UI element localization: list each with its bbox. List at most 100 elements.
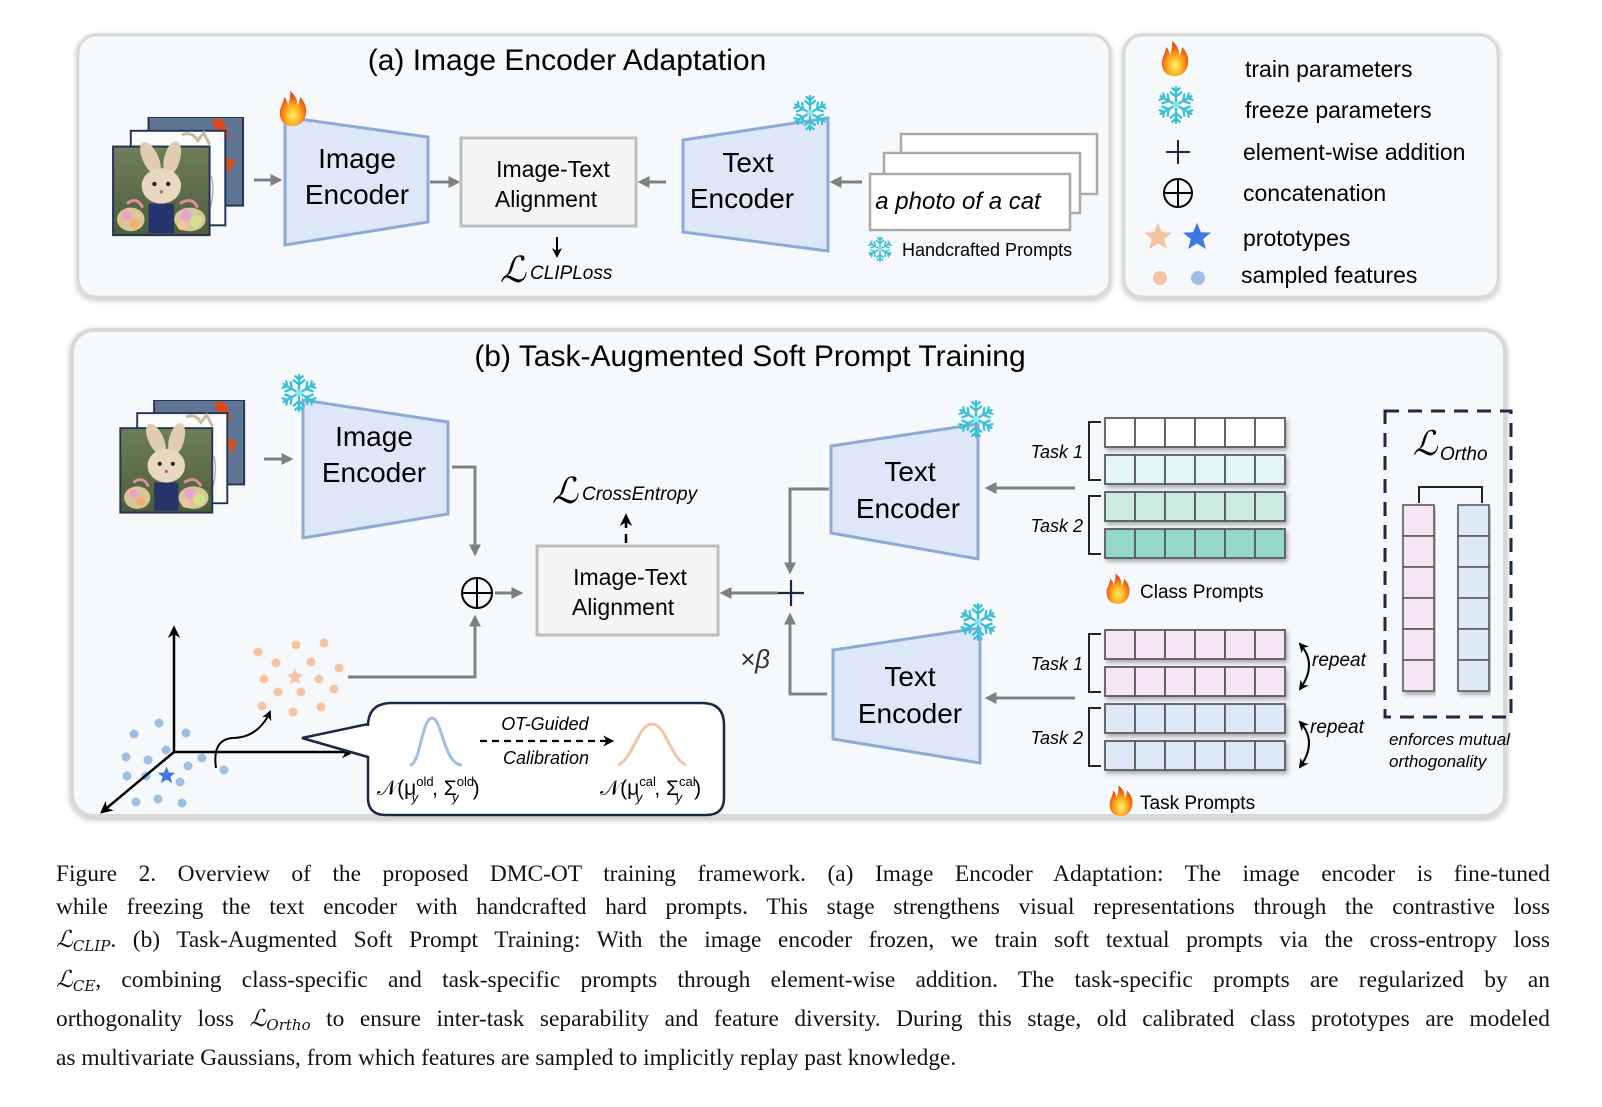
framework-figure: (a) Image Encoder Adaptation Image Encod…: [70, 33, 1513, 818]
image-encoder-b-label-2: Encoder: [322, 457, 426, 488]
class-prompt-cell: [1164, 417, 1196, 448]
ortho-cell: [1402, 504, 1435, 537]
repeat-arrow-task2: [1298, 720, 1310, 769]
plus-icon: [1166, 140, 1190, 164]
ortho-cell: [1457, 566, 1490, 599]
task-prompt-cell: [1134, 740, 1166, 771]
caption-text: to ensure inter-task separability and fe…: [310, 1006, 1550, 1033]
calibrated-sampled-feature: [273, 687, 283, 697]
legend-label-concatenation: concatenation: [1243, 180, 1386, 206]
input-images-a: [112, 117, 245, 237]
ortho-cell: [1457, 659, 1490, 692]
class-prompt-cell: [1254, 417, 1286, 448]
alignment-box-a: [459, 136, 638, 228]
task-prompt-cell: [1104, 629, 1136, 660]
calibrated-sampled-feature: [319, 638, 329, 648]
class-prompt-cell: [1104, 528, 1136, 559]
class-prompt-group-label: Task 2: [1031, 516, 1083, 536]
calibrated-sampled-feature: [291, 640, 301, 650]
feature-dots: [121, 638, 344, 808]
dot-icon-old: [1191, 271, 1205, 285]
legend-label-addition: element-wise addition: [1243, 139, 1465, 165]
ortho-cell: [1457, 504, 1490, 537]
repeat-label-task1: repeat: [1312, 650, 1367, 671]
image-encoder-a-label-2: Encoder: [305, 179, 409, 210]
class-prompt-row: [1104, 528, 1286, 559]
calibrated-sampled-feature: [296, 687, 306, 697]
old-sampled-feature: [143, 755, 153, 765]
concat-operator: [461, 577, 493, 609]
caption-text: Figure 2. Overview of the proposed DMC-O…: [56, 861, 1550, 887]
caption-line: while freezing the text encoder with han…: [56, 891, 1550, 924]
task-prompt-cell: [1254, 703, 1286, 734]
feature-space: [100, 625, 355, 814]
class-prompt-group-bracket: [1088, 421, 1101, 481]
ortho-cell: [1402, 659, 1435, 692]
legend-label-sampled: sampled features: [1241, 262, 1417, 288]
ce-loss-subscript: CrossEntropy: [582, 484, 699, 505]
class-prompt-cell: [1194, 491, 1226, 522]
alignment-a-label-2: Alignment: [495, 186, 598, 212]
calibrated-sampled-feature: [257, 701, 267, 711]
task-prompt-cell: [1224, 666, 1256, 697]
task-prompt-group-label: Task 2: [1031, 728, 1083, 748]
arrow-task-encoder-to-add: [784, 612, 827, 696]
clip-loss-subscript: CLIPLoss: [530, 263, 613, 284]
task-prompt-row: [1104, 740, 1286, 771]
task-prompt-group-label: Task 1: [1031, 654, 1083, 674]
alignment-b-label-2: Alignment: [572, 594, 675, 620]
old-sampled-feature: [181, 728, 191, 738]
task-prompt-cell: [1134, 703, 1166, 734]
task-prompt-cell: [1194, 703, 1226, 734]
prompt-card-front: [868, 172, 1072, 232]
task-prompt-cell: [1224, 703, 1256, 734]
legend-background: [1122, 33, 1500, 299]
class-prompts-label: Class Prompts: [1140, 582, 1264, 603]
image-encoder-a-label-1: Image: [318, 143, 396, 174]
ortho-note-line-1: enforces mutual: [1389, 730, 1511, 749]
task-prompt-cell: [1194, 740, 1226, 771]
class-prompt-row: [1104, 417, 1286, 448]
class-prompt-cell: [1224, 454, 1256, 485]
old-sampled-feature: [129, 729, 139, 739]
text-encoder-a-label-1: Text: [722, 147, 774, 178]
caption-line: as multivariate Gaussians, from which fe…: [56, 1042, 1550, 1075]
calibrated-sampled-feature: [334, 663, 344, 673]
old-sampled-feature: [122, 771, 132, 781]
old-sampled-feature: [177, 798, 187, 808]
text-encoder-task-label-1: Text: [884, 661, 936, 692]
caption-line: ℒCLIP. (b) Task-Augmented Soft Prompt Tr…: [56, 923, 1550, 963]
calibrated-sampled-feature: [306, 657, 316, 667]
class-prompt-group-label: Task 1: [1031, 442, 1083, 462]
task-prompt-cell: [1194, 629, 1226, 660]
ortho-loss-subscript: Ortho: [1440, 444, 1488, 465]
class-prompt-cell: [1164, 454, 1196, 485]
class-prompt-cell: [1194, 528, 1226, 559]
calibrated-sampled-feature: [314, 674, 324, 684]
beta-scale-label: ×β: [740, 644, 770, 674]
task-prompt-cell: [1104, 703, 1136, 734]
image-encoder-a: [283, 115, 430, 247]
ortho-cell: [1402, 535, 1435, 568]
caption-math: ℒCLIP: [56, 925, 111, 956]
ortho-bracket: [1418, 486, 1483, 503]
task-prompt-cell: [1254, 666, 1286, 697]
task-prompt-cell: [1194, 666, 1226, 697]
old-sampled-feature: [121, 752, 131, 762]
task-prompt-cell: [1134, 666, 1166, 697]
input-images-b: [118, 400, 246, 515]
class-prompt-cell: [1164, 528, 1196, 559]
task-prompt-cell: [1104, 666, 1136, 697]
old-sampled-feature: [161, 745, 171, 755]
legend-label-freeze: freeze parameters: [1245, 97, 1432, 123]
ortho-columns: [1402, 504, 1490, 692]
task-prompt-row: [1104, 666, 1286, 697]
task-prompt-cell: [1164, 740, 1196, 771]
caption-text: while freezing the text encoder with han…: [56, 893, 1550, 920]
legend-label-prototypes: prototypes: [1243, 225, 1350, 251]
alignment-a-label-1: Image-Text: [496, 156, 610, 182]
class-prompt-cell: [1134, 491, 1166, 522]
text-encoder-a-label-2: Encoder: [690, 183, 794, 214]
panel-b-title: (b) Task-Augmented Soft Prompt Training: [474, 340, 1025, 373]
